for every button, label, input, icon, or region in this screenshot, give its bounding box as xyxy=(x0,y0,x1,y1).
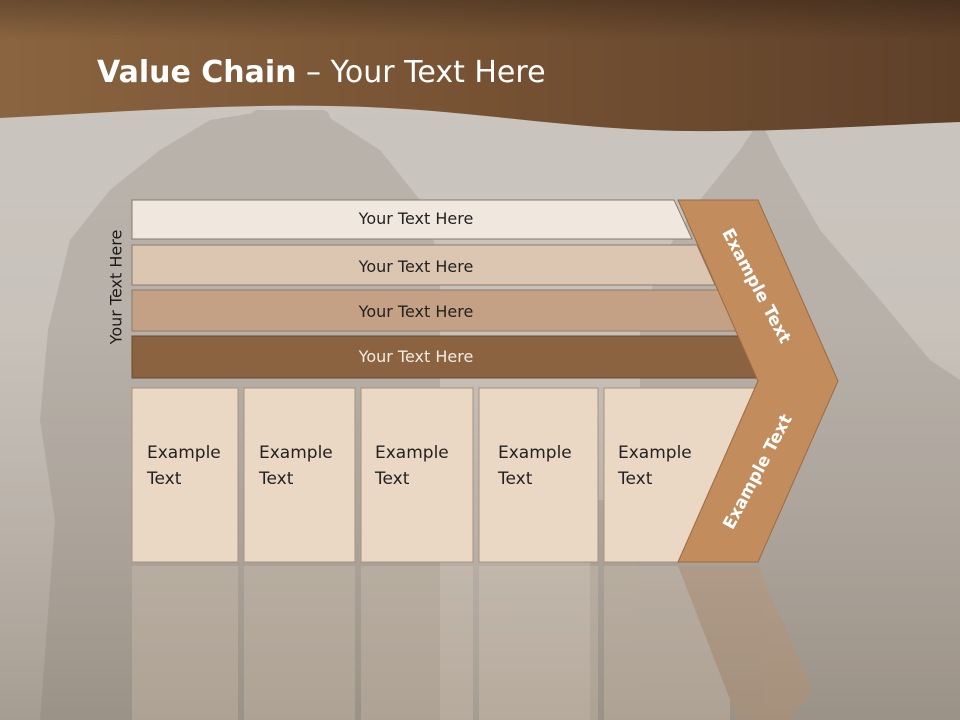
box-2-line2: Text xyxy=(259,469,294,489)
box-1-shape xyxy=(131,387,239,563)
bar-2-label[interactable]: Your Text Here xyxy=(358,257,474,276)
box-3-line1: Example xyxy=(375,443,449,463)
box-4-line2: Text xyxy=(498,469,533,489)
box-5-line2: Text xyxy=(618,469,653,489)
slide-title: Value Chain – Your Text Here xyxy=(97,55,546,90)
box-1-label[interactable]: Example Text xyxy=(147,440,221,492)
reflection: Example Text Example Text Example Text E… xyxy=(0,566,960,720)
box-1-line2: Text xyxy=(147,469,182,489)
reflection-shapes xyxy=(132,566,812,720)
box-4-line1: Example xyxy=(498,443,572,463)
box-5-line1: Example xyxy=(618,443,692,463)
box-3-shape xyxy=(360,387,474,563)
bar-1-shape xyxy=(131,199,693,240)
bar-3-label[interactable]: Your Text Here xyxy=(358,302,474,321)
box-3-label[interactable]: Example Text xyxy=(375,440,449,492)
bar-1-label[interactable]: Your Text Here xyxy=(358,209,474,228)
bar-4-label[interactable]: Your Text Here xyxy=(358,347,474,366)
box-1-line1: Example xyxy=(147,443,221,463)
bar-2-shape xyxy=(131,244,716,286)
chevron-arrow xyxy=(677,199,839,563)
vertical-label: Your Text Here xyxy=(106,229,126,345)
title-bold: Value Chain xyxy=(97,55,297,90)
box-4-shape xyxy=(478,387,599,563)
box-2-line1: Example xyxy=(259,443,333,463)
box-2-shape xyxy=(243,387,356,563)
title-rest: – Your Text Here xyxy=(296,55,546,90)
box-5-label[interactable]: Example Text xyxy=(618,440,692,492)
box-4-label[interactable]: Example Text xyxy=(498,440,572,492)
box-2-label[interactable]: Example Text xyxy=(259,440,333,492)
box-3-line2: Text xyxy=(375,469,410,489)
